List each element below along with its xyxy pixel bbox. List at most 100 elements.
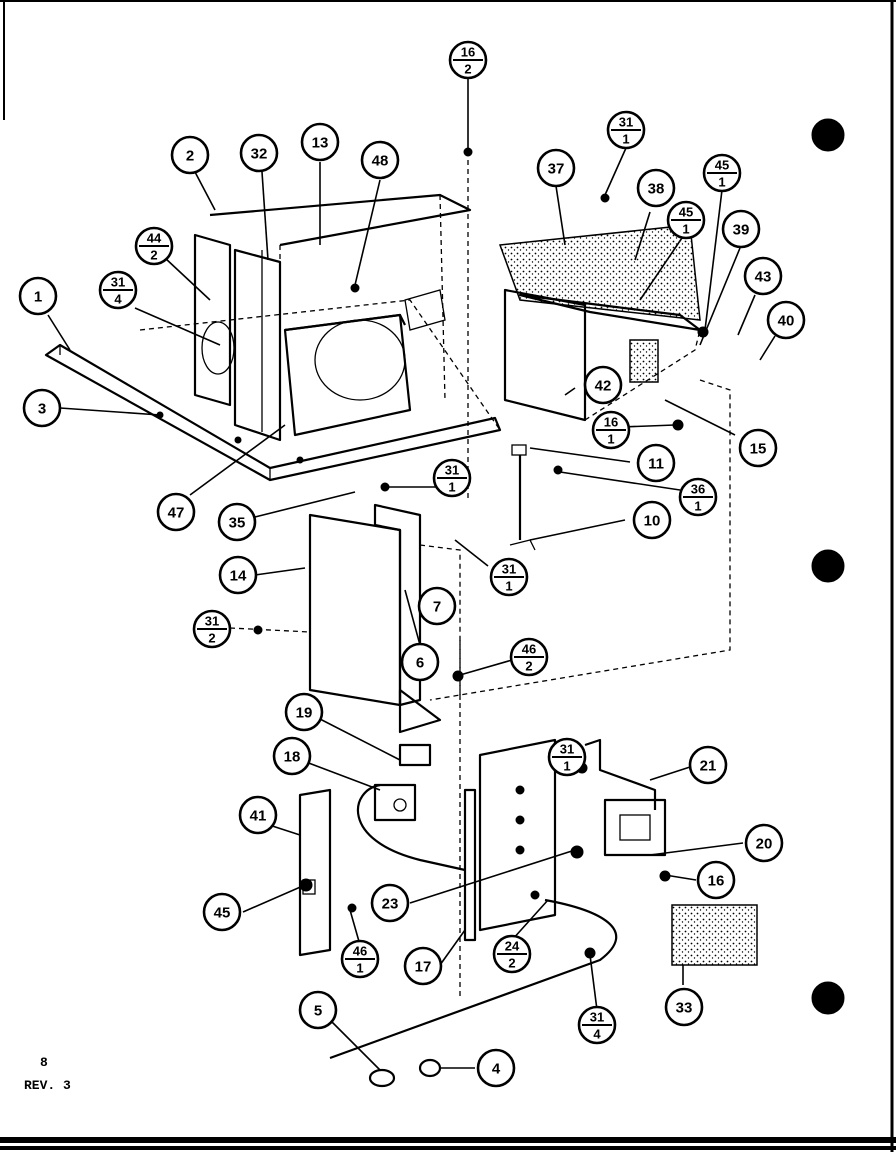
callout-s45_1a-top: 45 [715, 158, 729, 173]
callout-s46_2-top: 46 [522, 642, 536, 657]
callout-s46_2: 462 [509, 637, 549, 677]
callout-c32: 32 [239, 133, 279, 173]
page-number: 8 [40, 1055, 48, 1070]
callout-s24_2-top: 24 [505, 939, 520, 954]
callout-c47: 47 [156, 492, 196, 532]
callout-c4-label: 4 [492, 1061, 501, 1078]
callout-c14-label: 14 [230, 568, 247, 585]
callout-c33-label: 33 [676, 1000, 693, 1017]
callout-c13-label: 13 [312, 135, 329, 152]
callout-c10-label: 10 [644, 513, 661, 530]
callout-s45_1a: 451 [702, 153, 742, 193]
callout-s44_2-top: 44 [147, 231, 162, 246]
callout-s44_2-bottom: 2 [150, 248, 157, 263]
callout-c48-label: 48 [372, 153, 389, 170]
callout-c23: 23 [370, 883, 410, 923]
callout-c35: 35 [217, 502, 257, 542]
callout-c14: 14 [218, 555, 258, 595]
callout-c45: 45 [202, 892, 242, 932]
callout-s24_2-bottom: 2 [508, 956, 515, 971]
callout-s31_4a-bottom: 4 [114, 292, 122, 307]
callout-c11: 11 [636, 443, 676, 483]
callout-c17-label: 17 [415, 959, 432, 976]
callout-s31_4b-bottom: 4 [593, 1027, 601, 1042]
callout-c43-label: 43 [755, 269, 772, 286]
callout-s31_1b-top: 31 [445, 463, 459, 478]
callout-s31_1d-bottom: 1 [563, 759, 570, 774]
callout-s46_1: 461 [340, 939, 380, 979]
callout-c42-label: 42 [595, 378, 612, 395]
callout-s36_1-bottom: 1 [694, 499, 701, 514]
callout-c41-label: 41 [250, 808, 267, 825]
power-cord [329, 898, 618, 1088]
left-side-panel [193, 233, 282, 442]
callout-c3-label: 3 [38, 401, 46, 418]
callout-c42: 42 [583, 365, 623, 405]
callout-c1-label: 1 [34, 289, 42, 306]
callout-c41: 41 [238, 795, 278, 835]
callout-s45_1b: 451 [666, 200, 706, 240]
callout-s31_1c-bottom: 1 [505, 579, 512, 594]
callout-s45_1a-bottom: 1 [718, 175, 725, 190]
selector-switch [357, 783, 466, 872]
callout-s36_1-top: 36 [691, 482, 705, 497]
callout-c48: 48 [360, 140, 400, 180]
front-panel [308, 503, 461, 734]
callout-s31_1c-top: 31 [502, 562, 516, 577]
callout-c1: 1 [18, 276, 58, 316]
callout-s16_1-top: 16 [604, 415, 618, 430]
callout-c16-label: 16 [708, 873, 725, 890]
callout-s31_1a: 311 [606, 110, 646, 150]
outer-case-top [209, 193, 472, 435]
callout-c2: 2 [170, 135, 210, 175]
blower-housing [283, 289, 446, 437]
callout-s46_2-bottom: 2 [525, 659, 532, 674]
callout-s44_2: 442 [134, 226, 174, 266]
callout-s31_1d-top: 31 [560, 742, 574, 757]
binder-holes [811, 118, 845, 1015]
callout-c39: 39 [721, 209, 761, 249]
base-pan [44, 299, 502, 482]
callout-c38-label: 38 [648, 181, 665, 198]
callout-c16: 16 [696, 860, 736, 900]
callout-s45_1b-top: 45 [679, 205, 693, 220]
capacitor-bracket [584, 738, 667, 857]
callout-s31_1c: 311 [489, 557, 529, 597]
callout-s31_1d: 311 [547, 737, 587, 777]
terminal-strip [671, 904, 758, 966]
callout-c39-label: 39 [733, 222, 750, 239]
callout-c40-label: 40 [778, 313, 795, 330]
callout-c7-label: 7 [433, 599, 441, 616]
callout-s24_2: 242 [492, 934, 532, 974]
switch-bracket [463, 738, 557, 942]
callout-c17: 17 [403, 946, 443, 986]
callout-s31_1a-bottom: 1 [622, 132, 629, 147]
callout-s31_2-top: 31 [205, 614, 219, 629]
callout-s31_4b-top: 31 [590, 1010, 604, 1025]
callout-c33: 33 [664, 987, 704, 1027]
callout-c37-label: 37 [548, 161, 565, 178]
callout-c13: 13 [300, 122, 340, 162]
assembly-guides [229, 160, 469, 1000]
callout-bubbles: 1234567101113141516171819202123323335373… [18, 40, 806, 1088]
callout-c15-label: 15 [750, 441, 767, 458]
callout-s46_1-bottom: 1 [356, 961, 363, 976]
callout-c45-label: 45 [214, 905, 231, 922]
callout-c43: 43 [743, 256, 783, 296]
thermostat-rod [509, 444, 536, 551]
callout-c15: 15 [738, 428, 778, 468]
callout-c18: 18 [272, 736, 312, 776]
callout-c11-label: 11 [648, 456, 664, 473]
callout-c19: 19 [284, 692, 324, 732]
callout-c5: 5 [298, 990, 338, 1030]
callout-c7: 7 [417, 586, 457, 626]
revision-label: REV. 3 [24, 1078, 71, 1093]
callout-c32-label: 32 [251, 146, 268, 163]
callout-s46_1-top: 46 [353, 944, 367, 959]
callout-s16_1: 161 [591, 410, 631, 450]
callout-c6-label: 6 [416, 655, 424, 672]
callout-s31_4a: 314 [98, 270, 138, 310]
callout-c21-label: 21 [700, 758, 717, 775]
callout-c3: 3 [22, 388, 62, 428]
